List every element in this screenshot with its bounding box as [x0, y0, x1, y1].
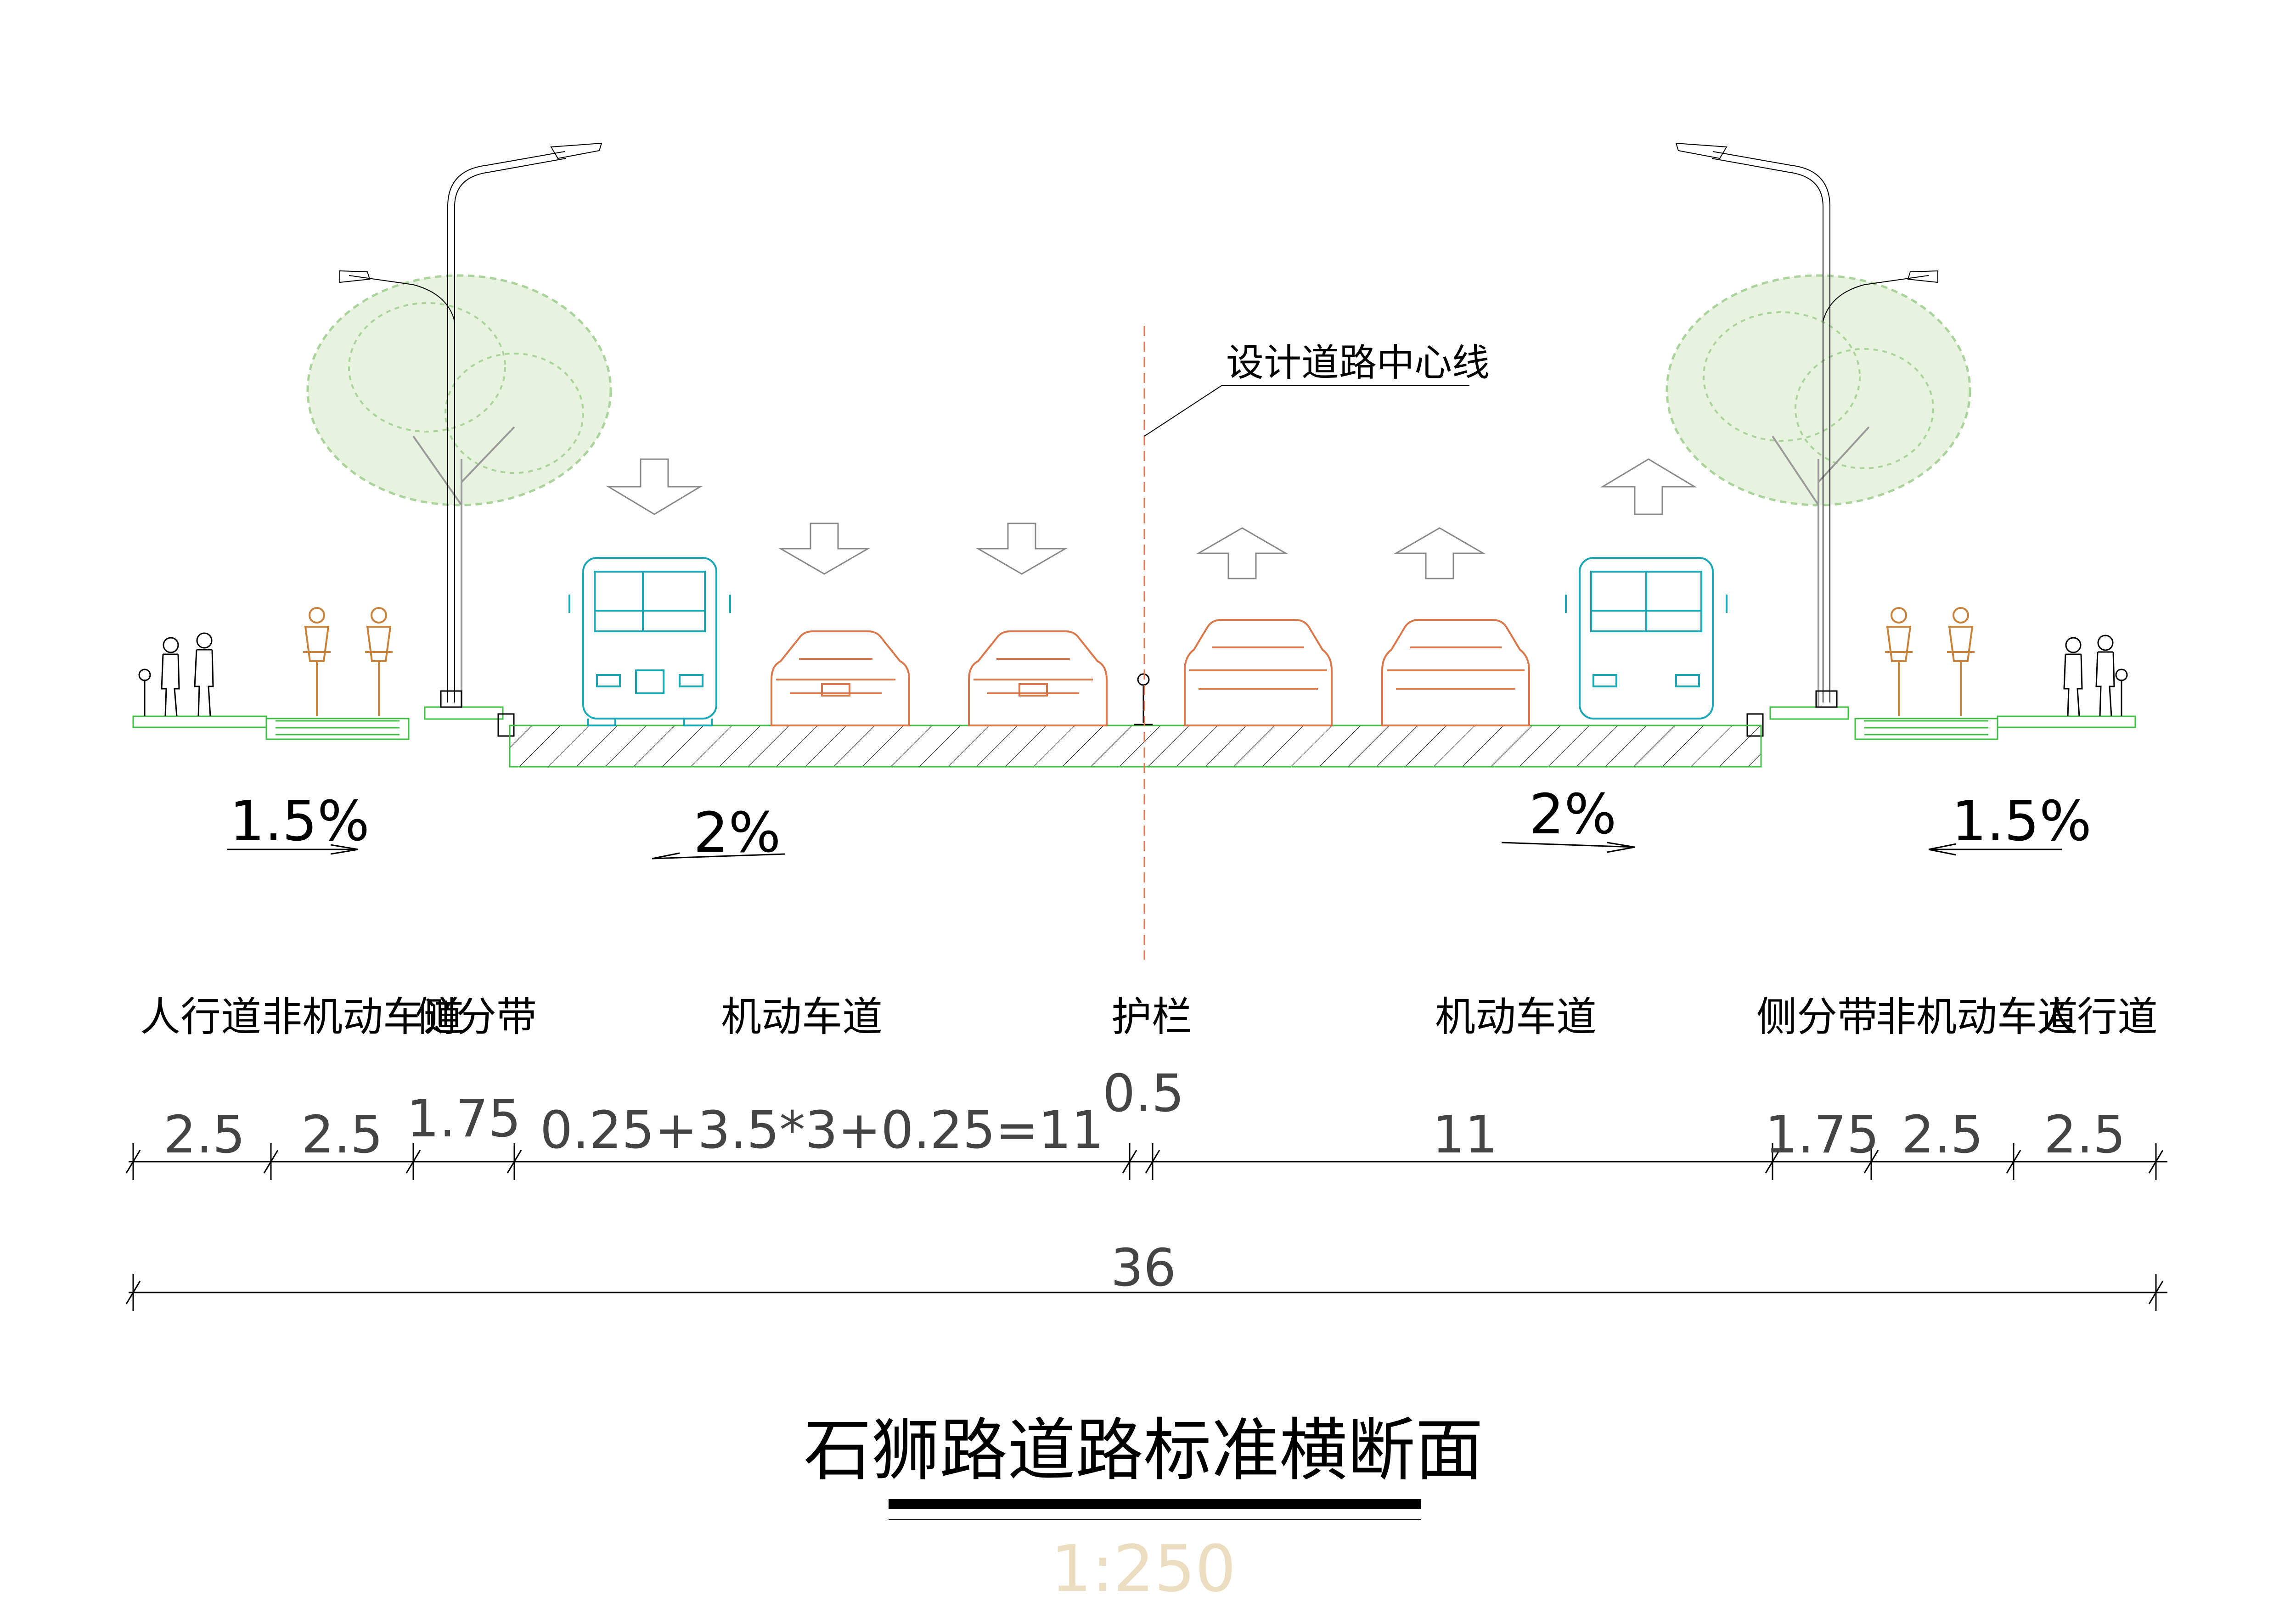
segment-dimension-line	[125, 1143, 2167, 1180]
right-bicycles	[1885, 607, 1975, 716]
title-underline-thick	[889, 1499, 1421, 1509]
total-dimension-line: 36	[125, 1238, 2167, 1311]
car-right-1	[1184, 619, 1333, 726]
left-bike-lane-base	[265, 718, 410, 740]
left-pedestrians	[138, 632, 214, 717]
dim-total-width: 36	[1111, 1238, 1176, 1298]
car-left-2	[968, 630, 1108, 726]
right-sidewalk-strip	[1997, 715, 2136, 728]
label-right-separator: 侧分带	[1756, 993, 1878, 1040]
right-pedestrians	[2063, 635, 2128, 717]
carriageway-base-hatch	[509, 725, 1762, 768]
slope-right-carriageway: 2%	[1529, 783, 1616, 847]
left-bicycles	[303, 607, 393, 716]
dim-left-sidewalk: 2.5	[163, 1105, 245, 1165]
dim-right-carriageway: 11	[1432, 1105, 1498, 1165]
dim-right-bike-lane: 2.5	[1902, 1105, 1983, 1165]
left-tree	[306, 274, 612, 707]
right-bus	[1565, 557, 1728, 719]
slope-right-sidewalk: 1.5%	[1952, 790, 2092, 854]
direction-arrows	[606, 458, 1697, 579]
title-block: 石狮路道路标准横断面 1:250	[804, 1411, 1483, 1607]
dim-right-sidewalk: 2.5	[2044, 1105, 2126, 1165]
left-separator-base	[424, 706, 504, 720]
left-street-lamp	[339, 142, 602, 708]
median-guardrail	[1134, 673, 1153, 725]
centerline-label: 设计道路中心线	[1226, 341, 1490, 385]
arrow-down-2	[778, 523, 871, 575]
slope-left-sidewalk: 1.5%	[230, 790, 370, 854]
arrow-down-1	[606, 458, 703, 515]
right-street-lamp	[1675, 142, 1938, 708]
dim-left-separator: 1.75	[406, 1089, 521, 1149]
centerline-leader	[1144, 385, 1469, 437]
label-left-separator: 侧分带	[416, 993, 537, 1040]
arrow-down-3	[975, 523, 1068, 575]
dim-left-carriageway: 0.25+3.5*3+0.25=11	[540, 1101, 1104, 1160]
dim-guardrail: 0.5	[1103, 1064, 1184, 1124]
arrow-up-1	[1196, 527, 1289, 579]
right-bike-lane-base	[1854, 718, 1998, 740]
label-left-carriageway: 机动车道	[721, 993, 883, 1040]
slope-indicators: 1.5% 2% 2% 1.5%	[227, 783, 2092, 865]
drawing-scale: 1:250	[1051, 1532, 1236, 1607]
arrow-up-3	[1600, 458, 1697, 515]
arrow-up-2	[1393, 527, 1486, 579]
right-bike-lane-texture	[1864, 720, 1988, 736]
label-guardrail: 护栏	[1111, 993, 1192, 1040]
car-right-2	[1381, 619, 1530, 726]
left-bus	[568, 557, 731, 726]
left-bike-lane-texture	[276, 720, 400, 736]
label-right-carriageway: 机动车道	[1435, 993, 1597, 1040]
left-sidewalk-strip	[132, 715, 267, 728]
drawing-title: 石狮路道路标准横断面	[804, 1411, 1483, 1490]
segment-dimension-values: 2.5 2.5 1.75 0.25+3.5*3+0.25=11 0.5 11 1…	[163, 1064, 2126, 1165]
label-right-sidewalk: 人行道	[2037, 993, 2158, 1040]
label-left-bike-lane: 非机动车道	[262, 993, 464, 1040]
label-right-bike-lane: 非机动车道	[1876, 993, 2078, 1040]
dim-left-bike-lane: 2.5	[301, 1105, 383, 1165]
car-left-1	[771, 630, 910, 726]
pavement-structure	[132, 706, 2136, 768]
right-tree	[1666, 274, 1971, 707]
right-separator-base	[1769, 706, 1849, 720]
section-labels: 人行道 非机动车道 侧分带 机动车道 护栏 机动车道 侧分带 非机动车道 人行道	[140, 993, 2158, 1040]
label-left-sidewalk: 人行道	[140, 993, 261, 1040]
dim-right-separator: 1.75	[1765, 1105, 1879, 1165]
